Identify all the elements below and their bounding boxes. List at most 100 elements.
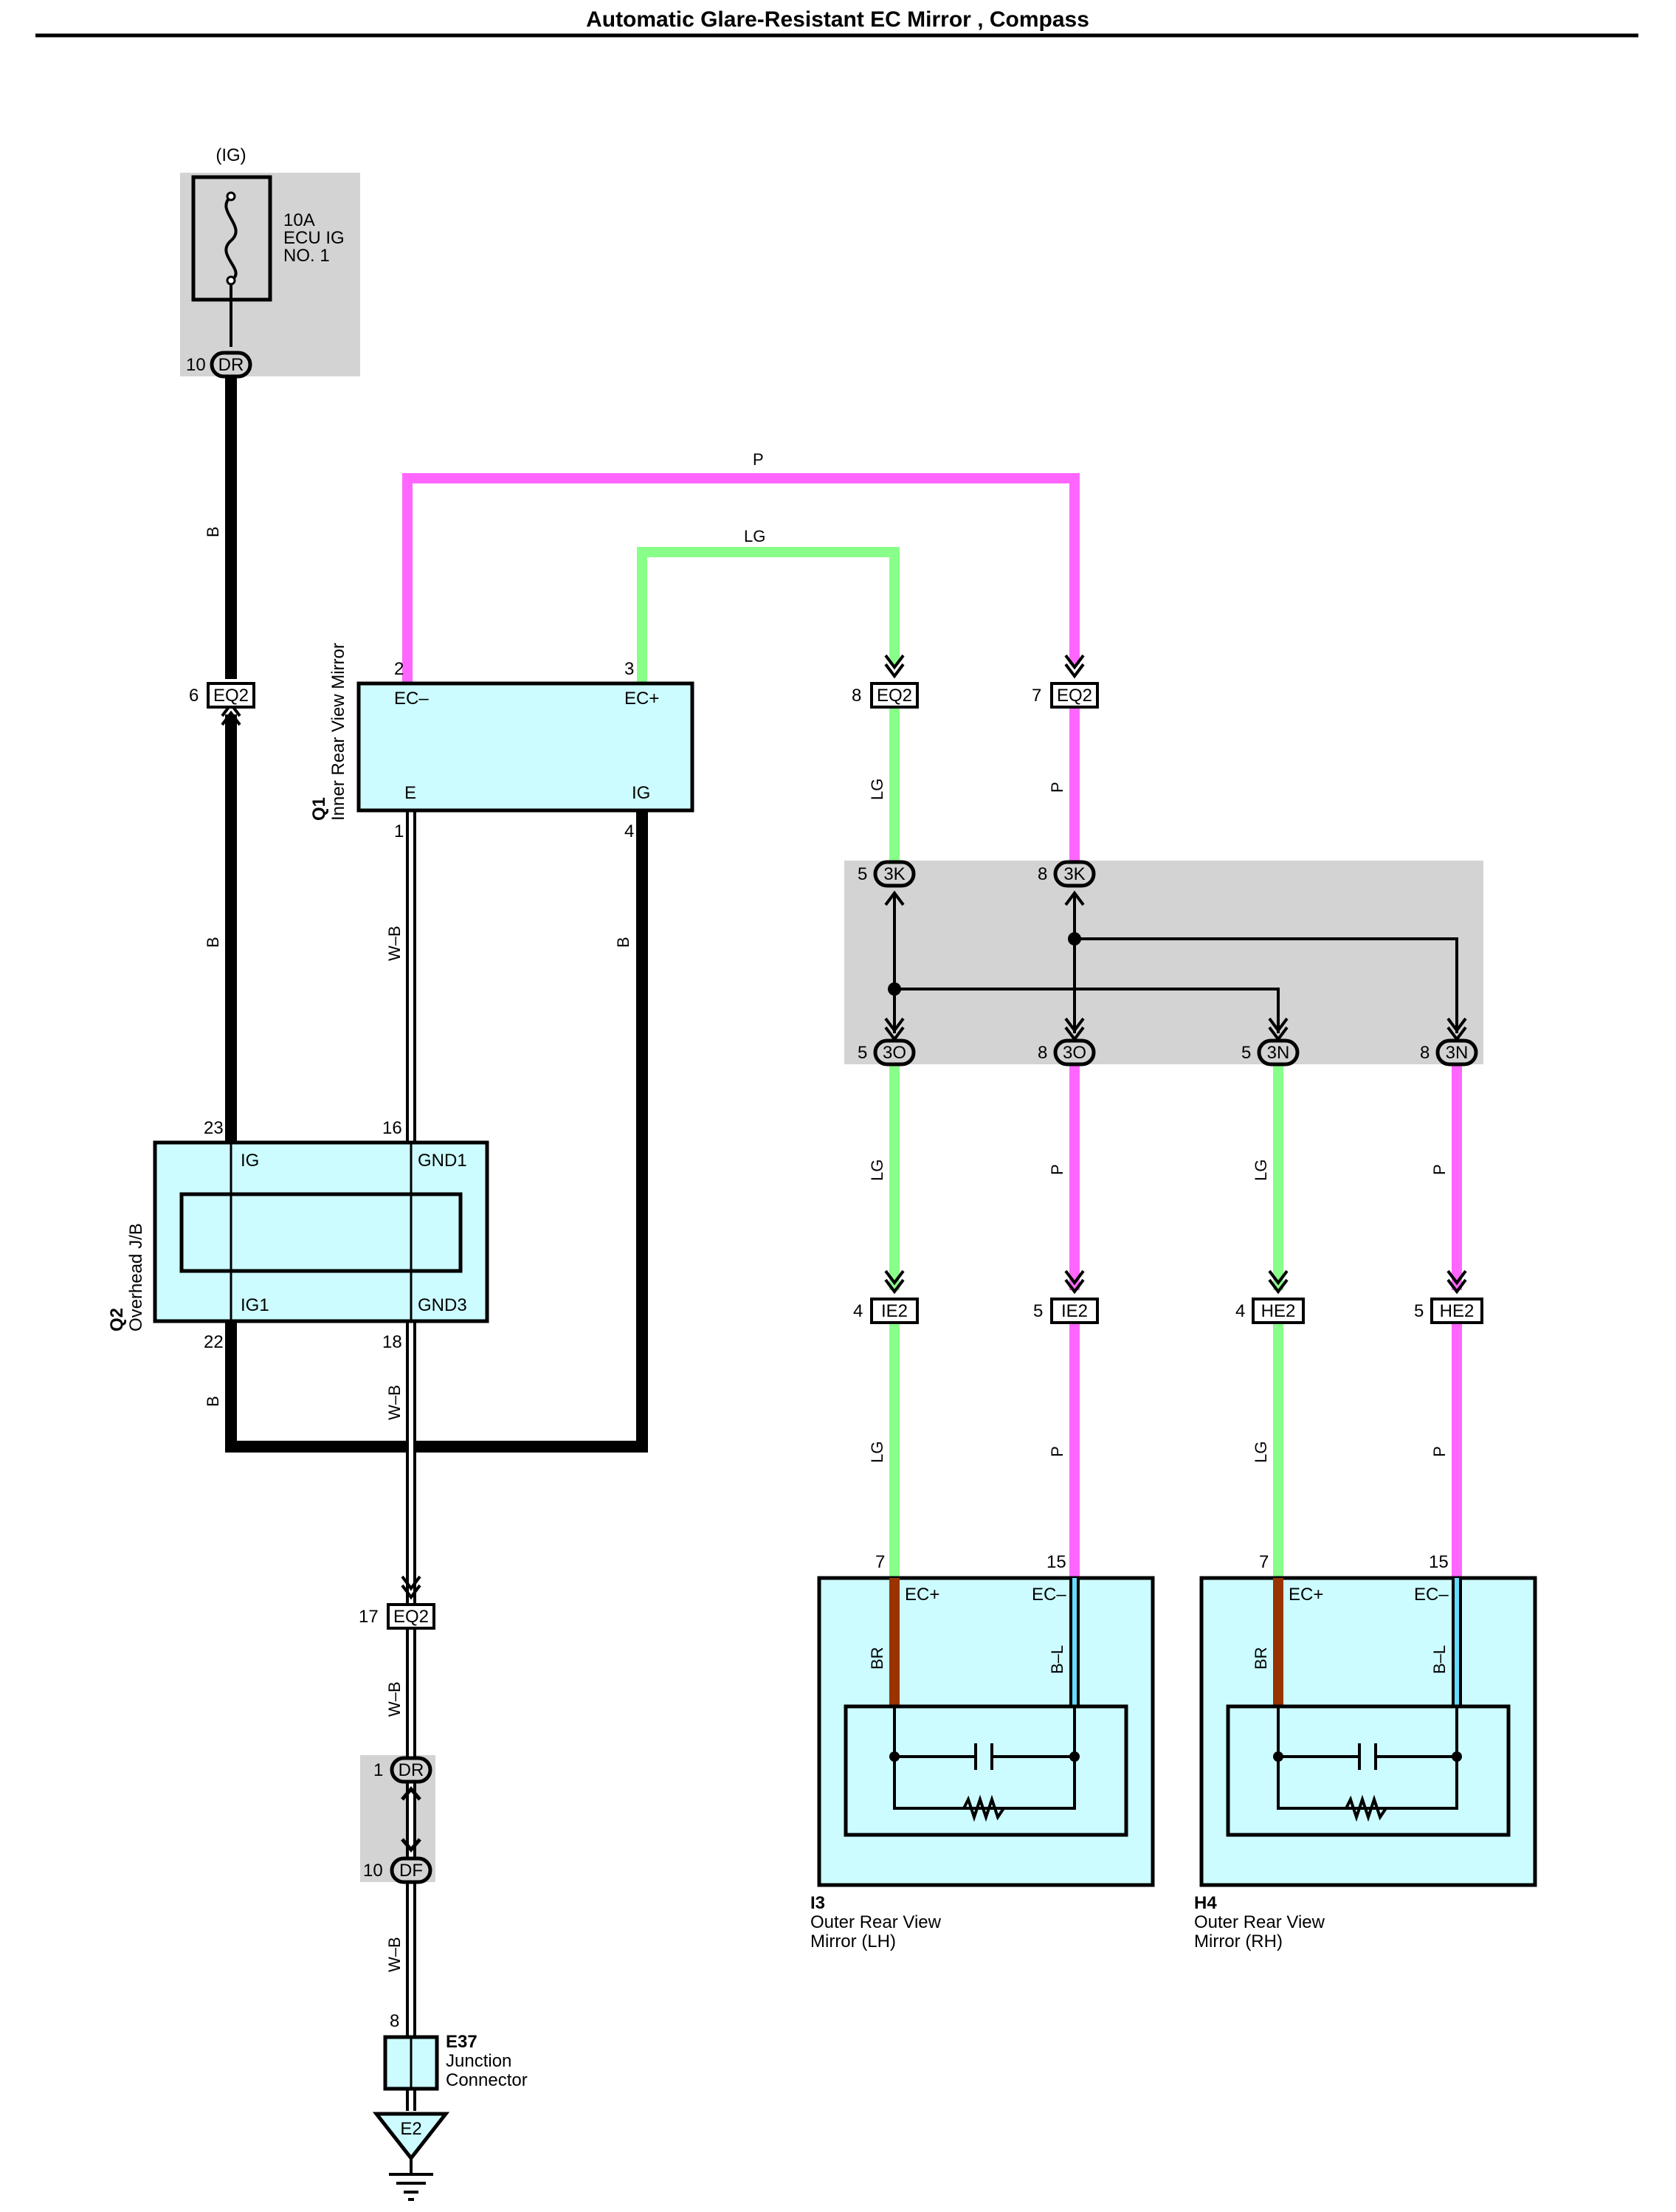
q1-terminal-ec-plus: EC+ xyxy=(624,689,659,709)
h4-terminal-ec-minus: EC– xyxy=(1414,1585,1449,1605)
svg-text:5: 5 xyxy=(858,864,867,884)
h4-inner-box xyxy=(1226,1704,1511,1837)
connector-3o-8: 3O 8 xyxy=(1038,1038,1096,1067)
i3-outer-mirror-lh: EC+ EC– 7 15 BR B–L I3 Outer Rear View M… xyxy=(810,1552,1155,1951)
connector-3k-5: 3K 5 xyxy=(858,860,916,888)
e37-code: E37 xyxy=(446,2032,477,2052)
h4-name-1: Outer Rear View xyxy=(1194,1912,1325,1932)
q2-terminal-ig: IG xyxy=(241,1151,259,1171)
oval-connectors: DR 10 3K 5 3K 8 3O 5 3O 8 3N 5 xyxy=(186,351,1478,1884)
connector-3o-5: 3O 5 xyxy=(858,1038,916,1067)
i3-name-1: Outer Rear View xyxy=(810,1912,942,1932)
connector-he2-5: HE2 5 xyxy=(1414,1269,1483,1324)
e37-name-1: Junction xyxy=(446,2051,511,2071)
wire-label-b-2: B xyxy=(204,937,222,948)
wire-label-b-4: B xyxy=(614,937,632,948)
wire-b-q2-to-q1-ig xyxy=(225,810,648,1453)
wire-label-p-top: P xyxy=(753,450,764,469)
h4-wire-bl: B–L xyxy=(1430,1645,1449,1674)
h4-wire-br: BR xyxy=(1252,1647,1270,1670)
svg-text:4: 4 xyxy=(853,1301,863,1321)
ground-icon xyxy=(389,2158,433,2201)
svg-text:EQ2: EQ2 xyxy=(213,686,249,706)
q1-pin-e: 1 xyxy=(394,821,404,841)
e37-name-2: Connector xyxy=(446,2070,528,2090)
wire-label-lg-1: LG xyxy=(868,779,886,800)
fuse: (IG) 10A ECU IG NO. 1 xyxy=(191,145,345,347)
svg-text:4: 4 xyxy=(1235,1301,1245,1321)
q2-box xyxy=(153,1140,489,1323)
i3-code: I3 xyxy=(810,1893,825,1913)
h4-terminal-ec-plus: EC+ xyxy=(1289,1585,1323,1605)
q2-pin-ig1: 22 xyxy=(204,1332,224,1352)
wire-label-p-4: P xyxy=(1048,1446,1066,1457)
svg-text:IE2: IE2 xyxy=(1061,1301,1088,1321)
h4-code: H4 xyxy=(1194,1893,1217,1913)
q1-terminal-e: E xyxy=(404,783,416,803)
junction-internal xyxy=(884,890,1467,1042)
fuse-icon xyxy=(224,195,238,282)
svg-text:EQ2: EQ2 xyxy=(877,686,912,706)
wire-label-lg-top: LG xyxy=(744,527,765,545)
wire-p-top xyxy=(402,473,1080,682)
svg-text:7: 7 xyxy=(1032,686,1041,706)
q2-terminal-ig1: IG1 xyxy=(241,1295,269,1315)
connector-3n-5: 3N 5 xyxy=(1241,1038,1300,1067)
wire-label-wb-2: W–B xyxy=(385,1385,404,1420)
connector-he2-4: HE2 4 xyxy=(1235,1269,1305,1324)
wire-label-lg-3: LG xyxy=(1252,1160,1270,1181)
ground-id: E2 xyxy=(400,2119,421,2139)
connector-eq2-6: EQ2 6 xyxy=(189,682,255,726)
q2-pin-ig: 23 xyxy=(204,1118,224,1138)
svg-text:3K: 3K xyxy=(883,864,905,884)
wire-label-p-1: P xyxy=(1048,782,1066,793)
connector-3n-8: 3N 8 xyxy=(1420,1038,1478,1067)
ground-triangle xyxy=(372,2112,450,2162)
q1-terminal-ig: IG xyxy=(632,783,650,803)
svg-text:3O: 3O xyxy=(883,1043,906,1063)
svg-text:3K: 3K xyxy=(1063,864,1085,884)
e37-junction-connector: 8 E37 Junction Connector E2 xyxy=(372,2011,528,2201)
wire-label-b-1: B xyxy=(204,526,222,537)
i3-terminal-ec-minus: EC– xyxy=(1032,1585,1066,1605)
q1-box xyxy=(356,681,694,813)
svg-text:17: 17 xyxy=(359,1607,379,1627)
connector-dr-10: DR 10 xyxy=(186,351,252,379)
q2-inner-box xyxy=(179,1192,463,1273)
wire-labels: B B B B W–B W–B W–B W–B P LG LG P LG P L… xyxy=(204,450,1449,1972)
i3-pin-ec-plus: 7 xyxy=(875,1552,885,1572)
svg-text:10: 10 xyxy=(363,1861,383,1881)
q2-code: Q2 xyxy=(107,1308,127,1331)
svg-text:DR: DR xyxy=(399,1760,424,1780)
q1-pin-ec-minus: 2 xyxy=(394,659,404,679)
h4-pin-ec-minus: 15 xyxy=(1429,1552,1449,1572)
wire-label-wb-4: W–B xyxy=(385,1937,404,1972)
svg-text:3N: 3N xyxy=(1267,1043,1290,1063)
q2-overhead-jb: IG GND1 IG1 GND3 23 16 22 18 Q2 Overhead… xyxy=(107,1118,489,1352)
i3-name-2: Mirror (LH) xyxy=(810,1932,896,1951)
svg-text:8: 8 xyxy=(1038,1043,1047,1063)
e37-pin: 8 xyxy=(390,2011,399,2031)
fuse-name-2: NO. 1 xyxy=(283,246,330,266)
svg-text:5: 5 xyxy=(1033,1301,1043,1321)
i3-wire-bl: B–L xyxy=(1048,1645,1066,1674)
power-source-label: (IG) xyxy=(215,145,246,165)
wire-label-lg-5: LG xyxy=(1252,1441,1270,1463)
svg-text:3N: 3N xyxy=(1446,1043,1469,1063)
q2-terminal-gnd1: GND1 xyxy=(418,1151,467,1171)
q2-pin-gnd1: 16 xyxy=(382,1118,402,1138)
connectors: EQ2 6 EQ2 8 EQ2 7 IE2 4 IE2 5 xyxy=(189,654,1483,1630)
wire-label-lg-4: LG xyxy=(868,1441,886,1463)
i3-box xyxy=(817,1576,1155,1887)
svg-text:1: 1 xyxy=(373,1760,383,1780)
fuse-connector-id: DR xyxy=(218,355,244,375)
connector-eq2-17: EQ2 17 xyxy=(359,1575,435,1630)
svg-text:6: 6 xyxy=(189,686,199,706)
svg-text:DF: DF xyxy=(399,1861,423,1881)
svg-text:EQ2: EQ2 xyxy=(393,1607,429,1627)
h4-box xyxy=(1199,1576,1537,1887)
h4-pin-ec-plus: 7 xyxy=(1259,1552,1269,1572)
svg-text:3O: 3O xyxy=(1063,1043,1086,1063)
q1-terminal-ec-minus: EC– xyxy=(394,689,429,709)
